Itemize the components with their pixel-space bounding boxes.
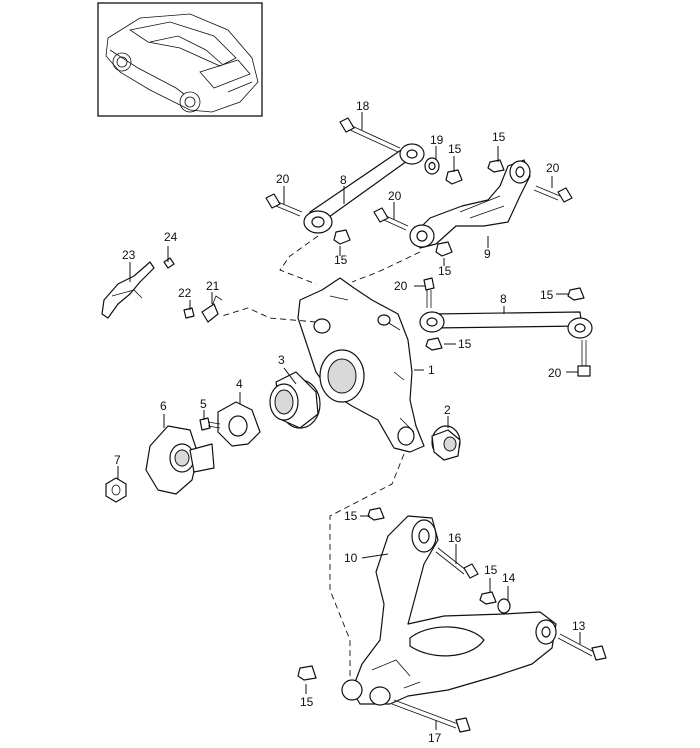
sensor-21 <box>201 295 223 323</box>
callout-20: 20 <box>388 189 402 203</box>
protective-plate-4 <box>217 401 261 447</box>
nut-15-link-left <box>425 337 443 351</box>
callout-21: 21 <box>206 279 220 293</box>
bolt-17 <box>391 699 471 733</box>
nut-15-lower-mid <box>479 591 497 605</box>
callout-15: 15 <box>334 253 348 267</box>
washer-14 <box>497 598 511 614</box>
nut-15-lower-top <box>367 507 385 521</box>
callout-22: 22 <box>178 286 192 300</box>
bolt-18 <box>339 117 401 153</box>
bushing-2 <box>431 425 461 461</box>
callout-15: 15 <box>458 337 472 351</box>
callout-20: 20 <box>276 172 290 186</box>
callout-5: 5 <box>200 397 207 411</box>
callout-15: 15 <box>300 695 314 709</box>
nut-15-arm8 <box>333 229 351 245</box>
callout-1: 1 <box>428 363 435 377</box>
callout-14: 14 <box>502 571 516 585</box>
nut-15-link-right <box>567 287 585 301</box>
callout-19: 19 <box>430 133 444 147</box>
leader-lines <box>117 112 581 730</box>
callout-23: 23 <box>122 248 136 262</box>
callout-2: 2 <box>444 403 451 417</box>
nut-15-arm9-top <box>487 159 505 173</box>
wheel-bearing-3 <box>269 371 321 429</box>
nut-15-lower-left <box>297 665 317 681</box>
callout-numbers: 18 19 15 15 20 20 8 20 15 15 9 24 23 20 … <box>114 99 586 745</box>
vehicle-inset <box>97 2 263 117</box>
bolt-20-arm9-left <box>373 207 409 231</box>
bolt-22 <box>183 307 195 319</box>
bolt-24 <box>163 257 175 269</box>
callout-10: 10 <box>344 551 358 565</box>
callout-24: 24 <box>164 230 178 244</box>
bolt-20-upper-left <box>265 193 303 217</box>
callout-8: 8 <box>340 173 347 187</box>
callout-8: 8 <box>500 292 507 306</box>
wheel-hub-6 <box>145 425 215 495</box>
bolt-20-arm9-right <box>533 185 573 203</box>
callout-20: 20 <box>548 366 562 380</box>
bolt-20-link-left <box>423 277 435 308</box>
callout-15: 15 <box>438 264 452 278</box>
callout-20: 20 <box>394 279 408 293</box>
bolt-16 <box>435 547 479 579</box>
nut-15-upper <box>445 169 463 185</box>
callout-17: 17 <box>428 731 442 745</box>
collar-nut-7 <box>105 477 127 503</box>
callout-15: 15 <box>484 563 498 577</box>
callout-6: 6 <box>160 399 167 413</box>
sensor-bracket-23 <box>101 261 155 319</box>
callout-3: 3 <box>278 353 285 367</box>
bolt-20-link-right <box>577 340 591 377</box>
callout-4: 4 <box>236 377 243 391</box>
wheel-carrier-1 <box>297 277 425 453</box>
lower-control-arm-10 <box>341 515 557 706</box>
callout-15: 15 <box>344 509 358 523</box>
nut-15-arm9-bottom <box>435 241 453 257</box>
bolt-13 <box>557 633 607 661</box>
callout-20: 20 <box>546 161 560 175</box>
callout-15: 15 <box>448 142 462 156</box>
callout-15: 15 <box>492 130 506 144</box>
callout-18: 18 <box>356 99 370 113</box>
callout-9: 9 <box>484 247 491 261</box>
lateral-link-8 <box>419 311 593 339</box>
callout-15: 15 <box>540 288 554 302</box>
upper-control-arm-8 <box>303 143 425 234</box>
callout-16: 16 <box>448 531 462 545</box>
callout-13: 13 <box>572 619 586 633</box>
callout-7: 7 <box>114 453 121 467</box>
upper-arm-9 <box>409 159 531 249</box>
bolt-5 <box>199 417 221 431</box>
